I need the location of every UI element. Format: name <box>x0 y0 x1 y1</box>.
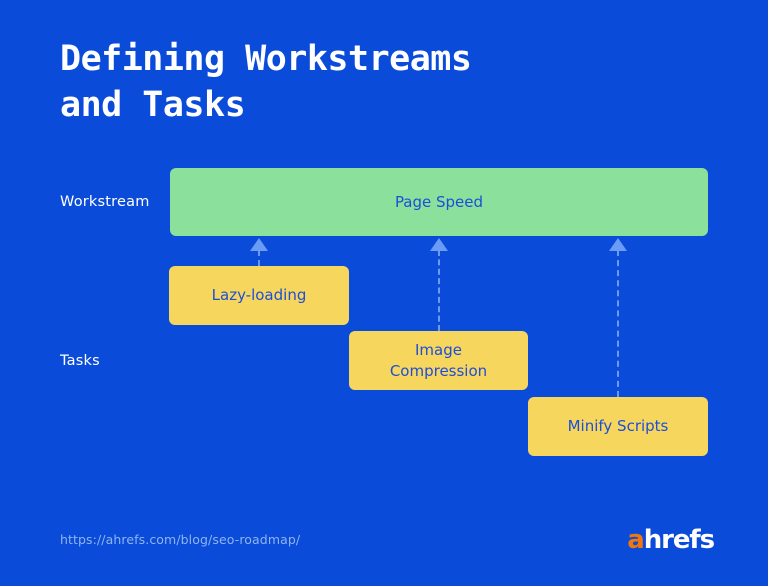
connector-stem <box>438 250 440 331</box>
connector-arrow-image-compression <box>430 238 448 331</box>
arrow-up-icon <box>430 238 448 251</box>
footer-source-url: https://ahrefs.com/blog/seo-roadmap/ <box>60 532 301 547</box>
task-node-minify-scripts: Minify Scripts <box>528 397 708 456</box>
task-node-image-compression: Image Compression <box>349 331 528 390</box>
connector-stem <box>617 250 619 397</box>
row-label-workstream: Workstream <box>60 194 150 210</box>
row-label-tasks: Tasks <box>60 353 100 369</box>
page-title: Defining Workstreams and Tasks <box>60 39 472 125</box>
connector-arrow-minify-scripts <box>609 238 627 397</box>
task-node-lazy-loading: Lazy-loading <box>169 266 349 325</box>
workstream-node-page-speed: Page Speed <box>170 168 708 236</box>
arrow-up-icon <box>609 238 627 251</box>
logo-accent-letter: a <box>627 525 645 555</box>
connector-stem <box>258 250 260 266</box>
arrow-up-icon <box>250 238 268 251</box>
connector-arrow-lazy-loading <box>250 238 268 266</box>
logo-wordmark: hrefs <box>643 525 715 555</box>
